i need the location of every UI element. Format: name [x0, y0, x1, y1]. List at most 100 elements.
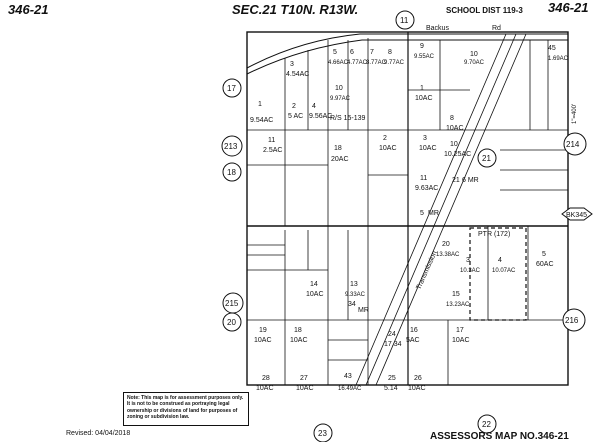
svg-text:19: 19 — [259, 327, 267, 334]
svg-text:8: 8 — [450, 115, 454, 122]
svg-text:13.23AC: 13.23AC — [446, 302, 470, 308]
svg-text:13.38AC: 13.38AC — [436, 252, 460, 258]
svg-text:4.54AC: 4.54AC — [286, 71, 309, 78]
svg-text:10AC: 10AC — [446, 125, 464, 132]
svg-text:9.70AC: 9.70AC — [464, 60, 485, 66]
right-map-number: 346-21 — [548, 0, 588, 15]
ptr-parcel — [469, 227, 527, 321]
backus-road — [246, 33, 568, 69]
svg-text:2: 2 — [292, 103, 296, 110]
svg-text:1: 1 — [420, 85, 424, 92]
svg-text:1: 1 — [258, 101, 262, 108]
ptr-label: PTR (172) — [478, 231, 510, 238]
book-ref: BK345 — [566, 212, 587, 219]
svg-text:2.5AC: 2.5AC — [263, 147, 282, 154]
svg-text:10AC: 10AC — [379, 145, 397, 152]
svg-text:43: 43 — [344, 373, 352, 380]
svg-text:5 AC: 5 AC — [288, 113, 303, 120]
section-title: SEC.21 T10N. R13W. — [232, 2, 358, 17]
edge-20: 20 — [227, 318, 236, 327]
svg-text:2: 2 — [383, 135, 387, 142]
svg-text:3: 3 — [423, 135, 427, 142]
svg-text:24: 24 — [388, 331, 396, 338]
backus-road-edge — [246, 39, 568, 75]
svg-text:10: 10 — [450, 141, 458, 148]
edge-21: 21 — [482, 154, 491, 163]
svg-text:15: 15 — [452, 291, 460, 298]
svg-text:MR: MR — [358, 307, 369, 314]
svg-text:27: 27 — [300, 375, 308, 382]
edge-214: 214 — [566, 140, 580, 149]
svg-text:9.33AC: 9.33AC — [345, 292, 366, 298]
svg-text:10: 10 — [470, 51, 478, 58]
edge-216: 216 — [565, 316, 579, 325]
edge-11: 11 — [400, 16, 409, 25]
svg-text:34: 34 — [348, 301, 356, 308]
edge-17: 17 — [227, 84, 236, 93]
svg-text:9.63AC: 9.63AC — [415, 185, 438, 192]
svg-text:10AC: 10AC — [415, 95, 433, 102]
svg-text:10AC: 10AC — [290, 337, 308, 344]
transmission-corridor — [355, 33, 527, 386]
svg-text:9.54AC: 9.54AC — [250, 117, 273, 124]
edge-213: 213 — [224, 142, 238, 151]
svg-text:16: 16 — [410, 327, 418, 334]
parcel-group-top: 5 4.66AC 6 4.77AC 7 8.77AC 8 9.77AC 9 9.… — [328, 43, 485, 66]
svg-text:10: 10 — [335, 85, 343, 92]
svg-text:25: 25 — [388, 375, 396, 382]
parcel-group-misc: 10 9.97AC 11 2.5AC 18 20AC 1 10AC 2 10AC… — [254, 45, 569, 392]
svg-text:10AC: 10AC — [408, 385, 426, 392]
svg-text:7: 7 — [370, 49, 374, 56]
svg-text:9.56AC: 9.56AC — [309, 113, 332, 120]
svg-text:4.66AC: 4.66AC — [328, 60, 349, 66]
svg-text:9.77AC: 9.77AC — [384, 60, 405, 66]
svg-text:5: 5 — [333, 49, 337, 56]
road-name: Backus — [426, 25, 449, 32]
svg-text:28: 28 — [262, 375, 270, 382]
edge-22: 22 — [482, 420, 491, 429]
svg-text:9: 9 — [420, 43, 424, 50]
svg-text:9.97AC: 9.97AC — [330, 96, 351, 102]
svg-text:45: 45 — [548, 45, 556, 52]
parcel-group-left: 1 9.54AC 3 4.54AC 2 5 AC 4 9.56AC — [250, 61, 332, 124]
svg-text:3: 3 — [466, 257, 470, 264]
svg-text:5AC: 5AC — [406, 337, 420, 344]
edge-18: 18 — [227, 168, 236, 177]
svg-text:20AC: 20AC — [331, 156, 349, 163]
svg-text:18: 18 — [334, 145, 342, 152]
svg-text:13: 13 — [350, 281, 358, 288]
svg-text:5.14: 5.14 — [384, 385, 398, 392]
svg-text:17.34: 17.34 — [384, 341, 402, 348]
svg-text:60AC: 60AC — [536, 261, 554, 268]
svg-text:6: 6 — [350, 49, 354, 56]
edge-215: 215 — [225, 299, 239, 308]
svg-text:4.77AC: 4.77AC — [347, 60, 368, 66]
svg-text:17: 17 — [456, 327, 464, 334]
scale-label: 1"=400' — [572, 104, 578, 124]
survey-reference: R/S 15-139 — [330, 115, 366, 122]
svg-text:9.55AC: 9.55AC — [414, 54, 435, 60]
edge-23: 23 — [318, 429, 327, 438]
svg-text:6 MR: 6 MR — [462, 177, 479, 184]
svg-text:5: 5 — [542, 251, 546, 258]
svg-text:10AC: 10AC — [296, 385, 314, 392]
disclaimer-note: Note: This map is for assessment purpose… — [123, 392, 249, 426]
svg-text:5: 5 — [420, 210, 424, 217]
svg-text:10.3AC: 10.3AC — [460, 268, 481, 274]
road-rd: Rd — [492, 25, 501, 32]
svg-text:10AC: 10AC — [306, 291, 324, 298]
svg-text:3: 3 — [290, 61, 294, 68]
svg-text:4: 4 — [498, 257, 502, 264]
revised-date: Revised: 04/04/2018 — [66, 430, 131, 437]
svg-text:14: 14 — [310, 281, 318, 288]
svg-text:10AC: 10AC — [419, 145, 437, 152]
svg-text:11: 11 — [420, 175, 427, 182]
book-ref-marker — [561, 207, 593, 221]
map-footer-title: ASSESSORS MAP NO.346-21 — [430, 431, 569, 442]
svg-text:20: 20 — [442, 241, 450, 248]
svg-text:10.07AC: 10.07AC — [492, 268, 516, 274]
svg-text:1.69AC: 1.69AC — [548, 56, 569, 62]
svg-text:21: 21 — [452, 177, 460, 184]
svg-text:10AC: 10AC — [254, 337, 272, 344]
